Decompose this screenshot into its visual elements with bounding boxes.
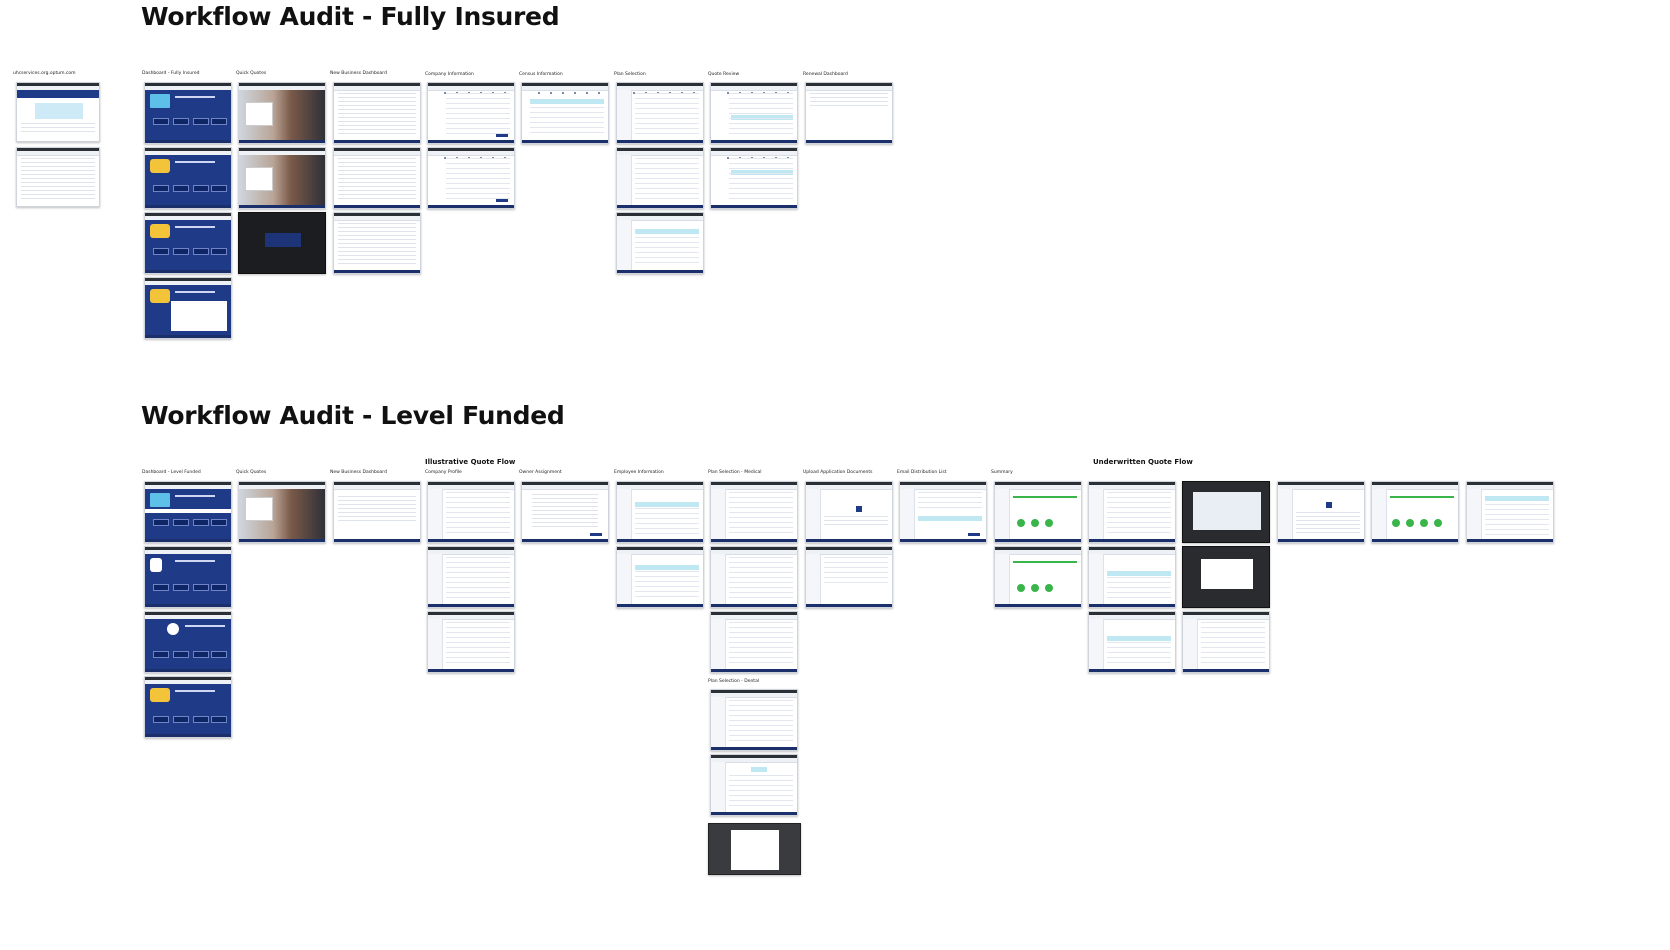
column-label: Summary [991,470,1013,475]
column-label: New Business Dashboard [330,470,387,475]
subheading-underwritten: Underwritten Quote Flow [1093,458,1193,466]
screen-thumbnail-underwritten[interactable] [1277,481,1365,543]
column-label: Upload Application Documents [803,470,873,475]
screen-thumbnail-underwritten[interactable] [1466,481,1554,543]
screen-thumbnail-employee-info[interactable] [616,481,704,543]
screen-thumbnail-owner-assignment[interactable] [521,481,609,543]
screen-thumbnail-dashboard[interactable] [144,82,232,144]
check-circle-icon [1017,584,1025,592]
screen-thumbnail-new-business[interactable] [333,212,421,274]
check-circle-icon [1420,519,1428,527]
screen-thumbnail-lf-dashboard[interactable] [144,546,232,608]
screen-thumbnail-underwritten-summary[interactable] [1371,481,1459,543]
check-circle-icon [1045,584,1053,592]
column-label: Quick Quotes [236,470,267,475]
screen-thumbnail-lf-dashboard[interactable] [144,611,232,673]
screen-thumbnail-plan-medical[interactable] [710,546,798,608]
screen-thumbnail-dashboard[interactable] [144,212,232,274]
screen-thumbnail-upload-docs[interactable] [805,546,893,608]
screen-thumbnail-summary[interactable] [994,481,1082,543]
screen-thumbnail-quote-review[interactable] [710,147,798,209]
screen-thumbnail-employee-info[interactable] [616,546,704,608]
screen-thumbnail-upload-docs[interactable] [805,481,893,543]
screen-thumbnail-email-list[interactable] [899,481,987,543]
column-label: Renewal Dashboard [803,72,848,77]
screen-thumbnail-home[interactable] [16,82,100,142]
column-label: Quote Review [708,72,740,77]
screen-thumbnail-census[interactable] [521,82,609,144]
screen-thumbnail-dashboard[interactable] [144,277,232,339]
check-circle-icon [1031,519,1039,527]
screen-thumbnail-underwritten-modal[interactable] [1182,481,1270,543]
screen-thumbnail-underwritten[interactable] [1088,611,1176,673]
column-label: Dashboard - Level Funded [142,470,201,475]
screen-thumbnail-underwritten[interactable] [1182,611,1270,673]
column-label: Dashboard - Fully Insured [142,71,200,76]
column-label: Plan Selection - Dental [708,679,760,684]
screen-thumbnail-plan-selection[interactable] [616,212,704,274]
screen-thumbnail-home-scrolled[interactable] [16,147,100,207]
column-label: New Business Dashboard [330,71,387,76]
check-circle-icon [1045,519,1053,527]
section-title-fully-insured: Workflow Audit - Fully Insured [141,2,560,31]
column-label: Census Information [519,72,563,77]
screen-thumbnail-plan-dental[interactable] [710,754,798,816]
screen-thumbnail-company-info[interactable] [427,147,515,209]
column-label: Plan Selection [614,72,646,77]
screen-thumbnail-quick-quotes[interactable] [238,82,326,144]
screen-thumbnail-summary[interactable] [994,546,1082,608]
column-label: Owner Assignment [519,470,562,475]
screen-thumbnail-plan-medical[interactable] [710,481,798,543]
screen-thumbnail-underwritten[interactable] [1088,546,1176,608]
screen-thumbnail-plan-selection[interactable] [616,147,704,209]
screen-thumbnail-plan-medical[interactable] [710,611,798,673]
section-title-level-funded: Workflow Audit - Level Funded [141,401,565,430]
column-label: uhcservices.org.optum.com [13,71,76,76]
screen-thumbnail-renewal[interactable] [805,82,893,144]
screen-thumbnail-plan-selection[interactable] [616,82,704,144]
column-label: Company Information [425,72,474,77]
screen-thumbnail-new-business[interactable] [333,82,421,144]
check-circle-icon [1434,519,1442,527]
screen-thumbnail-underwritten[interactable] [1088,481,1176,543]
screen-thumbnail-underwritten-modal[interactable] [1182,546,1270,608]
subheading-illustrative: Illustrative Quote Flow [425,458,516,466]
screen-thumbnail-plan-dental[interactable] [710,689,798,751]
column-label: Quick Quotes [236,71,267,76]
screen-thumbnail-dashboard[interactable] [144,147,232,209]
check-circle-icon [1031,584,1039,592]
screen-thumbnail-lf-dashboard[interactable] [144,481,232,543]
screen-thumbnail-new-business[interactable] [333,147,421,209]
screen-thumbnail-company-info[interactable] [427,82,515,144]
column-label: Employee Information [614,470,664,475]
screen-thumbnail-company-profile[interactable] [427,546,515,608]
screen-thumbnail-quick-quotes-modal[interactable] [238,212,326,274]
check-circle-icon [1392,519,1400,527]
column-label: Email Distribution List [897,470,947,475]
check-circle-icon [1406,519,1414,527]
column-label: Plan Selection - Medical [708,470,762,475]
screen-thumbnail-quote-review[interactable] [710,82,798,144]
check-circle-icon [1017,519,1025,527]
screen-thumbnail-lf-new-business[interactable] [333,481,421,543]
screen-thumbnail-company-profile[interactable] [427,481,515,543]
screen-thumbnail-lf-quick-quotes[interactable] [238,481,326,543]
column-label: Company Profile [425,470,462,475]
screen-thumbnail-quick-quotes[interactable] [238,147,326,209]
screen-thumbnail-plan-dental-modal[interactable] [708,823,801,875]
screen-thumbnail-company-profile[interactable] [427,611,515,673]
screen-thumbnail-lf-dashboard[interactable] [144,676,232,738]
